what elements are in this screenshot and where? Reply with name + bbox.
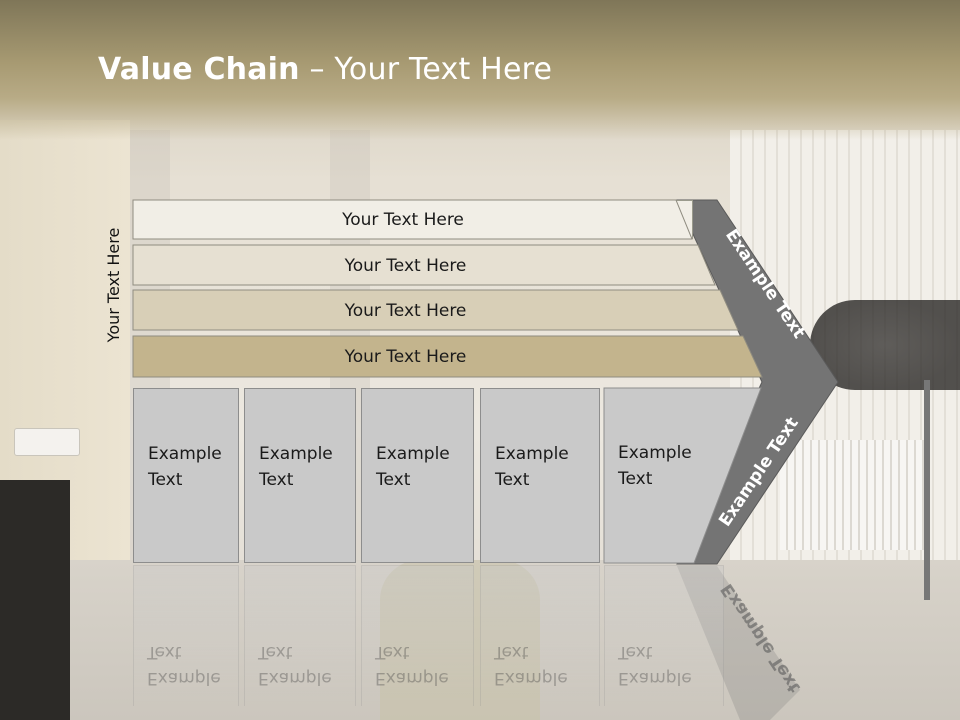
reflection-shape <box>480 565 600 706</box>
reflection-line2: Text <box>375 642 410 662</box>
reflection-line1: Example <box>258 668 332 688</box>
bar-label: Your Text Here <box>344 346 467 367</box>
reflection-line2: Text <box>618 642 653 662</box>
value-chain-box[interactable]: Example Text <box>244 388 356 563</box>
reflection-shape <box>604 565 724 706</box>
reflection-text: Example Text <box>147 639 221 691</box>
box-reflection: Example Text <box>361 565 474 720</box>
background-socket <box>14 428 80 456</box>
value-chain-box[interactable]: Example Text <box>604 388 724 563</box>
box-line2: Text <box>259 470 294 490</box>
box-line2: Text <box>148 470 183 490</box>
reflection-text: Example Text <box>618 639 692 691</box>
background-cabinet <box>0 480 70 720</box>
reflection-line2: Text <box>258 642 293 662</box>
value-chain-bar[interactable]: Your Text Here <box>133 246 698 285</box>
title-rest: – Your Text Here <box>299 52 553 87</box>
box-line1: Example <box>376 444 450 464</box>
background-hair-dryer <box>810 300 960 390</box>
title-bold: Value Chain <box>98 52 300 87</box>
background-stand <box>924 380 930 600</box>
box-line1: Example <box>495 444 569 464</box>
reflection-text: Example Text <box>494 639 568 691</box>
box-reflection: Example Text <box>244 565 356 720</box>
bar-label: Your Text Here <box>342 209 464 230</box>
box-line2: Text <box>376 470 411 490</box>
reflection-shape <box>361 565 474 706</box>
box-line1: Example <box>148 444 222 464</box>
reflection-line1: Example <box>494 668 568 688</box>
value-chain-bar[interactable]: Your Text Here <box>133 291 698 330</box>
value-chain-box[interactable]: Example Text <box>480 388 600 563</box>
background-chair <box>380 560 540 720</box>
reflection-line2: Text <box>147 642 182 662</box>
box-line1: Example <box>259 444 333 464</box>
chevron-arrow-reflection <box>677 566 800 720</box>
value-chain-bar[interactable]: Your Text Here <box>133 200 693 239</box>
slide-title: Value Chain – Your Text Here <box>98 52 552 87</box>
reflection-shape <box>133 565 239 706</box>
box-reflection: Example Text <box>133 565 239 720</box>
background-radiator <box>780 440 930 550</box>
reflection-text: Example Text <box>258 639 332 691</box>
box-line1: Example <box>618 443 692 463</box>
reflection-shape <box>244 565 356 706</box>
title-band <box>0 0 960 140</box>
box-reflection: Example Text <box>480 565 600 720</box>
reflection-line2: Text <box>494 642 529 662</box>
box-reflection: Example Text <box>604 565 724 720</box>
value-chain-box[interactable]: Example Text <box>133 388 239 563</box>
bar-label: Your Text Here <box>344 255 467 276</box>
reflection-line1: Example <box>618 668 692 688</box>
bar-label: Your Text Here <box>344 300 467 321</box>
value-chain-box[interactable]: Example Text <box>361 388 474 563</box>
box-line2: Text <box>618 469 653 489</box>
reflection-text: Example Text <box>375 639 449 691</box>
value-chain-bar[interactable]: Your Text Here <box>133 337 698 376</box>
box-line2: Text <box>495 470 530 490</box>
reflection-line1: Example <box>375 668 449 688</box>
reflection-line1: Example <box>147 668 221 688</box>
